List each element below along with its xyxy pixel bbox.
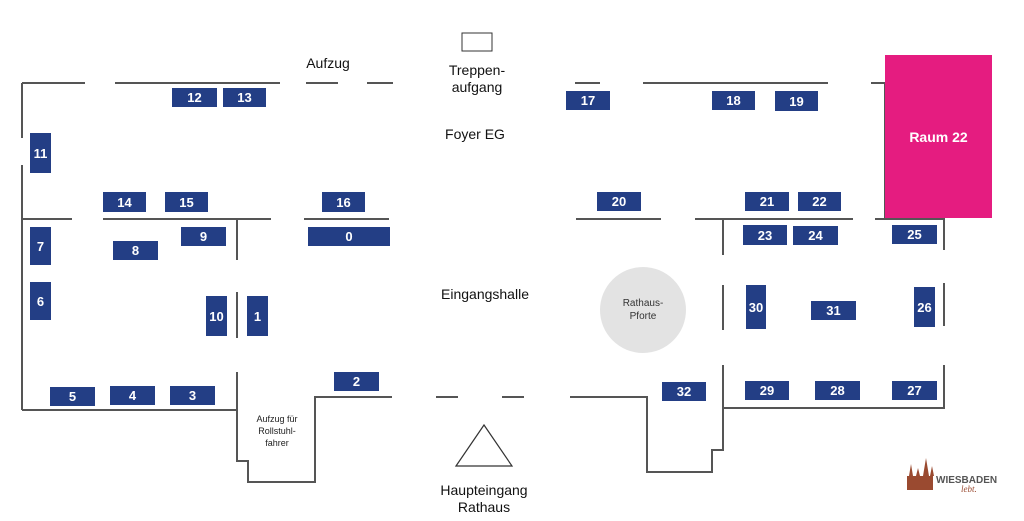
booth-29[interactable]: 29: [745, 381, 789, 400]
church-skyline-icon: WIESBADEN lebt.: [907, 458, 997, 494]
booth-23[interactable]: 23: [743, 225, 787, 245]
booth-22[interactable]: 22: [798, 192, 841, 211]
entrance-triangle-icon: [454, 423, 514, 467]
main-entrance-label-1: Haupteingang: [440, 482, 528, 498]
foyer-label: Foyer EG: [445, 126, 505, 142]
booth-30[interactable]: 30: [746, 285, 766, 329]
booth-24[interactable]: 24: [793, 226, 838, 245]
stairs-label-2: aufgang: [451, 79, 503, 95]
booth-12[interactable]: 12: [172, 88, 217, 107]
elevator-label: Aufzug: [306, 55, 350, 71]
booth-28[interactable]: 28: [815, 381, 860, 400]
booth-18[interactable]: 18: [712, 91, 755, 110]
svg-text:lebt.: lebt.: [961, 484, 977, 494]
booth-14[interactable]: 14: [103, 192, 146, 212]
booth-20[interactable]: 20: [597, 192, 641, 211]
booth-4[interactable]: 4: [110, 386, 155, 405]
hall-label: Eingangshalle: [441, 286, 529, 302]
svg-text:WIESBADEN: WIESBADEN: [936, 475, 997, 486]
stairs-icon: [461, 32, 493, 52]
booth-3[interactable]: 3: [170, 386, 215, 405]
booth-15[interactable]: 15: [165, 192, 208, 212]
booth-31[interactable]: 31: [811, 301, 856, 320]
wheelchair-label-1: Aufzug für: [256, 414, 298, 424]
booth-25[interactable]: 25: [892, 225, 937, 244]
booth-5[interactable]: 5: [50, 387, 95, 406]
booth-27[interactable]: 27: [892, 381, 937, 400]
booth-26[interactable]: 26: [914, 287, 935, 327]
booth-9[interactable]: 9: [181, 227, 226, 246]
booth-17[interactable]: 17: [566, 91, 610, 110]
wiesbaden-logo: WIESBADEN lebt.: [903, 458, 1003, 494]
main-entrance-label-2: Rathaus: [457, 499, 511, 515]
booth-10[interactable]: 10: [206, 296, 227, 336]
booth-1[interactable]: 1: [247, 296, 268, 336]
booth-13[interactable]: 13: [223, 88, 266, 107]
booth-11[interactable]: 11: [30, 133, 51, 173]
booth-6[interactable]: 6: [30, 282, 51, 320]
booth-19[interactable]: 19: [775, 91, 818, 111]
stairs-label: Treppen-aufgang: [440, 62, 514, 96]
booth-32[interactable]: 32: [662, 382, 706, 401]
booth-2[interactable]: 2: [334, 372, 379, 391]
porter-desk: Rathaus- Pforte: [600, 267, 686, 353]
booth-16[interactable]: 16: [322, 192, 365, 212]
room-22[interactable]: Raum 22: [885, 55, 992, 218]
booth-8[interactable]: 8: [113, 241, 158, 260]
porter-label-2: Pforte: [629, 311, 657, 322]
wheelchair-label-2: Rollstuhl-: [258, 426, 296, 436]
booth-0[interactable]: 0: [308, 227, 390, 246]
porter-label-1: Rathaus-: [622, 298, 664, 309]
booth-21[interactable]: 21: [745, 192, 789, 211]
room-22-label: Raum 22: [909, 128, 968, 145]
booth-7[interactable]: 7: [30, 227, 51, 265]
stairs-label-1: Treppen-: [448, 62, 506, 78]
wheelchair-label-3: fahrer: [265, 438, 289, 448]
